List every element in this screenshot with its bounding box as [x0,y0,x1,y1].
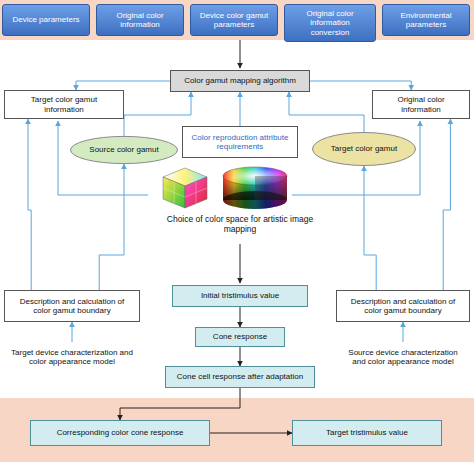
model-text: Source device characterization and color… [336,342,470,372]
input-box: Original color information [96,4,184,36]
process-box: Corresponding color cone response [30,420,210,446]
requirement-box: Color reproduction attribute requirement… [182,126,298,158]
node-text: Source color gamut [89,145,158,154]
node-text: Corresponding color cone response [57,428,184,437]
model-text: Target device characterization and color… [4,342,140,372]
connector [240,92,241,126]
info-box: Original color information [372,90,470,119]
node-text: Environmental parameters [388,11,464,29]
connector [72,322,73,342]
process-box: Description and calculation of color gam… [336,290,470,322]
node-text: Color reproduction attribute requirement… [188,133,292,151]
input-box: Device color gamut parameters [190,4,278,36]
rgb-cube [163,168,207,208]
connector [210,433,292,434]
node-text: Initial tristimulus value [201,291,279,300]
connector [124,92,191,136]
caption-label: Choice of color space for artistic image… [150,214,330,234]
gamut-ellipse: Target color gamut [312,132,416,166]
connector [99,164,124,290]
algorithm-box: Color gamut mapping algorithm [170,70,310,92]
node-text: Description and calculation of color gam… [342,297,464,315]
node-text: Device color gamut parameters [196,11,272,29]
node-text: Target color gamut information [10,95,118,113]
connector [240,347,241,366]
node-text: Target color gamut [331,144,397,153]
node-text: Device parameters [12,15,79,24]
connector [310,81,411,90]
flow-arrow [240,244,241,283]
input-box: Original color information conversion [284,4,376,42]
process-box: Cone response [195,327,285,347]
node-text: Target device characterization and color… [9,348,135,366]
node-text: Original color information conversion [290,9,370,37]
process-box: Initial tristimulus value [172,285,308,307]
gamut-ellipse: Source color gamut [70,136,178,164]
node-text: Target tristimulus value [326,428,408,437]
node-text: Color gamut mapping algorithm [184,76,296,85]
process-box: Target tristimulus value [292,420,442,446]
connector [76,81,170,90]
node-text: Description and calculation of color gam… [10,297,134,315]
info-box: Target color gamut information [4,90,124,119]
connector [443,119,450,290]
input-box: Environmental parameters [382,4,470,36]
connector [240,307,241,327]
process-box: Description and calculation of color gam… [4,290,140,322]
connector [403,322,404,342]
node-text: Source device characterization and color… [341,348,465,366]
top-band [0,0,474,40]
process-box: Cone cell response after adaptation [165,366,315,388]
input-arrow [240,40,241,68]
connector [120,388,240,420]
node-text: Original color information [102,11,178,29]
node-text: Cone response [213,332,267,341]
node-text: Cone cell response after adaptation [177,372,303,381]
color-space-line [292,121,420,195]
node-text: Original color information [378,95,464,113]
connector [28,119,31,290]
connector [289,92,364,132]
hsv-cylinder [223,167,287,209]
input-box: Device parameters [2,4,90,36]
connector [364,166,376,290]
